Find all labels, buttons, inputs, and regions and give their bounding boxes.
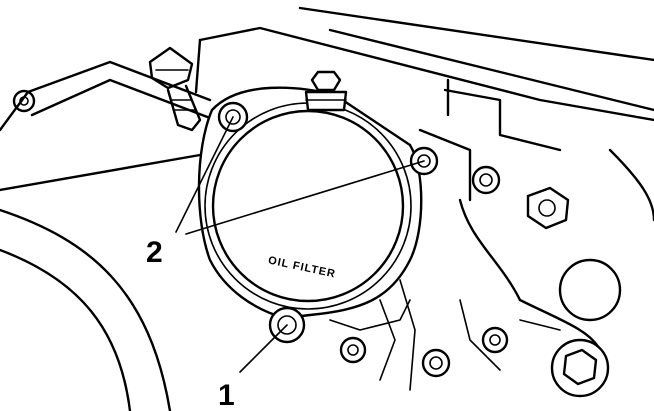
breather-fitting xyxy=(148,46,202,132)
lower-engine-detail xyxy=(329,279,561,391)
oil-filter-cover: OIL FILTER xyxy=(197,86,423,320)
callout-1: 1 xyxy=(218,379,235,411)
bleed-bolt xyxy=(304,70,348,112)
engine-bolts xyxy=(339,165,622,398)
left-frame-tube xyxy=(0,60,212,132)
callout-2: 2 xyxy=(146,236,163,269)
crankcase-outline xyxy=(0,128,654,411)
frame-lines xyxy=(194,6,654,152)
callout-leaders xyxy=(175,116,425,373)
